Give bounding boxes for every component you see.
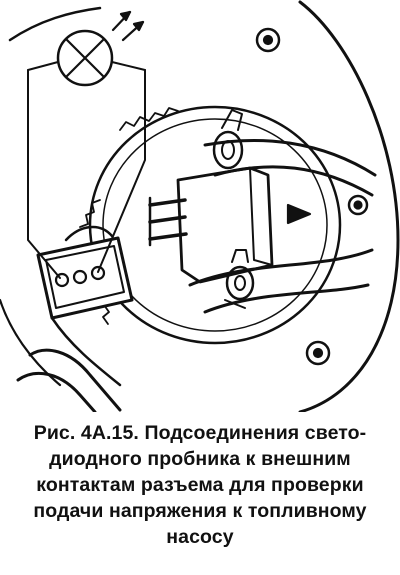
bolt-bottom-right [305, 340, 331, 366]
fuel-hose-lower [188, 248, 374, 314]
direction-arrow-icon [286, 203, 312, 225]
tank-inner-rim [0, 298, 62, 387]
led-probe-lamp-icon [56, 29, 114, 87]
caption-line-2: диодного пробника к внешним [49, 448, 351, 470]
caption-line-4: подачи напряжения к топливному [33, 500, 367, 522]
bolt-top-right [255, 27, 281, 53]
fuel-pump-drawing [0, 0, 400, 412]
connector-pin-2 [72, 269, 88, 285]
bolt-right [347, 194, 369, 216]
probe-lead-left [27, 69, 61, 279]
tank-opening-edge [8, 6, 102, 42]
connector-pin-1 [54, 272, 70, 288]
fuel-pump-illustration [0, 0, 400, 412]
pump-flange-ring [79, 105, 342, 345]
light-ray-arrows-icon [111, 10, 145, 42]
caption-line-1: Рис. 4А.15. Подсоединения свето- [33, 422, 367, 444]
pump-electrical-connector [36, 225, 134, 387]
tank-flange [298, 0, 400, 412]
figure-caption: Рис. 4А.15. Подсоединения свето- диодног… [8, 420, 392, 550]
connector-pin-3 [90, 265, 106, 281]
probe-lead-right [97, 69, 146, 273]
caption-line-5: насосу [166, 526, 234, 548]
pump-module-body [148, 166, 274, 284]
wiring-harness [16, 348, 122, 412]
fuel-hose-upper [203, 109, 377, 197]
probe-lead-junction [27, 61, 146, 71]
caption-line-3: контактам разъема для проверки [36, 474, 364, 496]
